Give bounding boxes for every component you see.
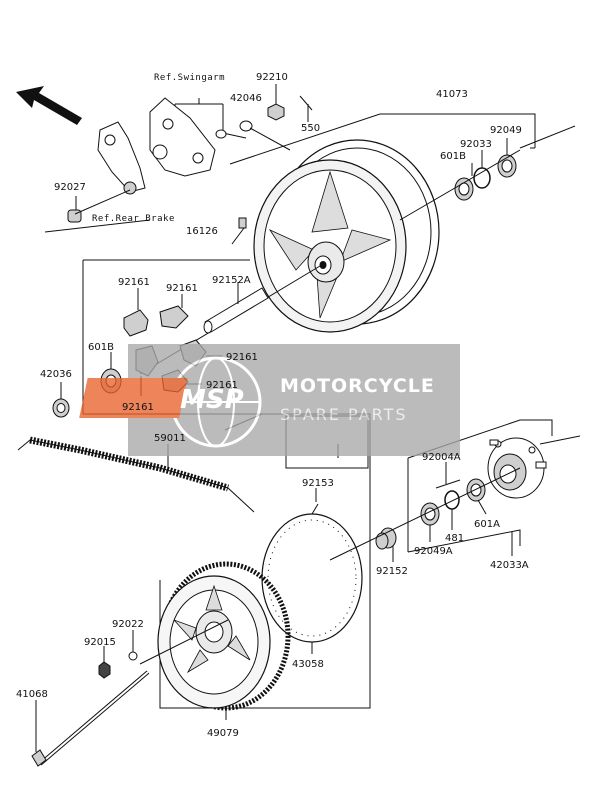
part-label: 481 bbox=[445, 533, 464, 544]
clip-92161-b bbox=[159, 294, 189, 329]
part-label: 92161 bbox=[118, 277, 150, 288]
part-label: 42046 bbox=[230, 93, 262, 104]
part-label: 92152 bbox=[376, 566, 408, 577]
ref-swingarm-label: Ref.Swingarm bbox=[154, 73, 225, 83]
axle-41068 bbox=[31, 670, 150, 767]
stud-92004A bbox=[435, 462, 461, 489]
ref-rear-brake-label: Ref.Rear Brake bbox=[92, 214, 175, 224]
part-label: 92049 bbox=[490, 125, 522, 136]
valve-16126 bbox=[231, 217, 247, 245]
seal-92049 bbox=[497, 154, 517, 178]
spacer-92027 bbox=[67, 196, 82, 223]
circlip-92033 bbox=[473, 167, 491, 189]
hub-42033A bbox=[487, 437, 547, 556]
part-label: 601A bbox=[474, 519, 500, 530]
collar-42036 bbox=[52, 382, 70, 418]
bolt-92153 bbox=[311, 488, 319, 515]
part-label: 92153 bbox=[302, 478, 334, 489]
part-label: 92033 bbox=[460, 139, 492, 150]
msp-logo-badge bbox=[79, 378, 188, 418]
clip-92161-a bbox=[123, 288, 149, 337]
watermark-subtitle: SPARE PARTS bbox=[280, 405, 408, 424]
part-label: 92152A bbox=[212, 275, 251, 286]
part-label: 92022 bbox=[112, 619, 144, 630]
spacer-92152A bbox=[203, 282, 269, 334]
watermark: MSP MOTORCYCLE SPARE PARTS bbox=[79, 344, 460, 456]
part-label: 16126 bbox=[186, 226, 218, 237]
part-label: 92161 bbox=[226, 352, 258, 363]
part-label: 42033A bbox=[490, 560, 529, 571]
part-label: 92004A bbox=[422, 452, 461, 463]
watermark-logo: MSP bbox=[180, 385, 244, 415]
part-label: 92161 bbox=[122, 402, 154, 413]
adjuster-bolt-42046 bbox=[215, 120, 291, 151]
bearing-601B-upper bbox=[454, 177, 474, 201]
collar-92152 bbox=[375, 527, 397, 562]
part-label: 49079 bbox=[207, 728, 239, 739]
part-label: 92161 bbox=[206, 380, 238, 391]
rear-wheel-41073 bbox=[253, 139, 440, 333]
front-direction-arrow-icon bbox=[16, 86, 82, 125]
bearing-601A bbox=[466, 478, 487, 515]
circlip-481 bbox=[444, 490, 460, 530]
part-label: 92210 bbox=[256, 72, 288, 83]
pin-550 bbox=[299, 95, 313, 122]
part-label: 92015 bbox=[84, 637, 116, 648]
part-label: 601B bbox=[440, 151, 466, 162]
part-label: 42036 bbox=[40, 369, 72, 380]
part-label: 550 bbox=[301, 123, 320, 134]
part-label: 43058 bbox=[292, 659, 324, 670]
nut-92015 bbox=[98, 646, 111, 679]
nut-92210 bbox=[267, 84, 285, 121]
part-label: 41068 bbox=[16, 689, 48, 700]
swingarm-bracket bbox=[97, 97, 224, 195]
sprocket-49079 bbox=[157, 561, 291, 711]
part-label: 92161 bbox=[166, 283, 198, 294]
part-label: 59011 bbox=[154, 433, 186, 444]
part-label: 41073 bbox=[436, 89, 468, 100]
part-label: 601B bbox=[88, 342, 114, 353]
watermark-title: MOTORCYCLE bbox=[280, 375, 435, 397]
washer-92022 bbox=[128, 630, 138, 661]
part-label: 92049A bbox=[414, 546, 453, 557]
part-label: 92027 bbox=[54, 182, 86, 193]
